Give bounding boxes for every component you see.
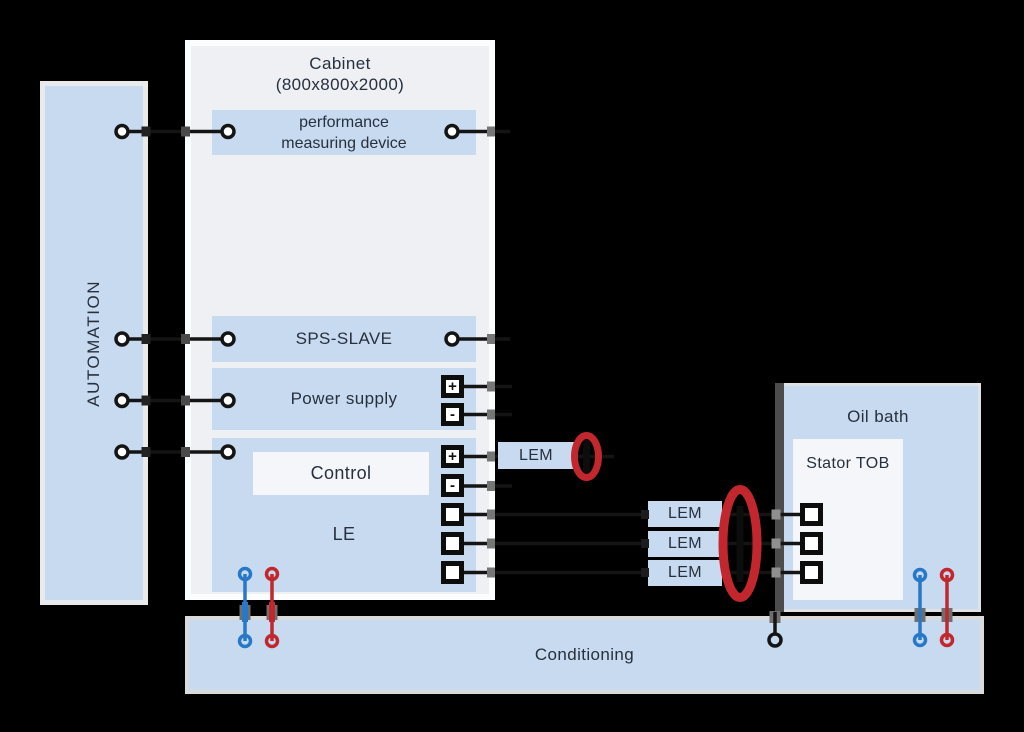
- coolant-wire-right-blue: [912, 567, 928, 648]
- le-phase-terminal-1: [441, 503, 464, 526]
- lem-stack-label-2: LEM: [667, 535, 703, 552]
- lem-stack-block-1: LEM: [648, 501, 722, 527]
- lem-to-stator-wire-3: [722, 567, 801, 578]
- automation-connector-row-4: [114, 444, 236, 460]
- lem-to-stator-wire-1: [722, 509, 801, 520]
- stator-terminal-1: [800, 503, 823, 526]
- le-minus-terminal: -: [441, 474, 464, 497]
- power-supply-plus-terminal: +: [441, 375, 464, 398]
- control-box: Control: [253, 452, 429, 495]
- power-supply-plus-wire: [464, 381, 512, 392]
- stator-terminal-3: [800, 561, 823, 584]
- oil-bath-label: Oil bath: [847, 407, 909, 426]
- le-phase-terminal-2: [441, 532, 464, 555]
- minus-glyph: -: [450, 406, 455, 423]
- conditioning-block: Conditioning: [185, 616, 984, 694]
- cabinet-title-line2: (800x800x2000): [275, 75, 405, 94]
- oil-bath-wall-strip: [775, 383, 784, 612]
- automation-connector-row-2: [114, 331, 236, 347]
- stator-terminal-2: [800, 532, 823, 555]
- le-plus-wire-lem: [464, 432, 614, 481]
- lem-highlight-ellipse-large: [718, 485, 762, 602]
- minus-glyph: -: [450, 477, 455, 494]
- conditioning-label: Conditioning: [534, 645, 635, 664]
- le-plus-terminal: +: [441, 445, 464, 468]
- performance-measuring-device-block: performance measuring device: [212, 110, 476, 155]
- coolant-wire-left-red: [264, 566, 280, 649]
- lem-highlight-ellipse-small: [571, 432, 602, 481]
- le-phase-wire-1: [464, 509, 649, 520]
- oil-bath-drain-connector: [767, 611, 783, 648]
- sps-slave-block: SPS-SLAVE: [212, 316, 476, 362]
- performance-label-line2: measuring device: [281, 134, 407, 152]
- lem-stack-label-3: LEM: [667, 564, 703, 581]
- le-phase-terminal-3: [441, 561, 464, 584]
- cabinet-title: Cabinet (800x800x2000): [185, 53, 495, 95]
- le-label: LE: [332, 524, 356, 544]
- plus-glyph: +: [448, 378, 457, 395]
- cabinet-title-line1: Cabinet: [309, 54, 371, 73]
- plus-glyph: +: [448, 448, 457, 465]
- lem-stack-block-2: LEM: [648, 531, 722, 557]
- lem-stack-block-3: LEM: [648, 560, 722, 586]
- coolant-wire-left-blue: [237, 566, 253, 649]
- performance-exit-connector: [444, 123, 510, 140]
- power-supply-minus-terminal: -: [441, 403, 464, 426]
- sps-slave-label: SPS-SLAVE: [295, 329, 393, 348]
- cable-bundle-highlight: [718, 485, 762, 602]
- cable-bundle-bar-small: [583, 440, 590, 474]
- control-label: Control: [310, 463, 372, 483]
- power-supply-block: Power supply: [212, 368, 476, 430]
- lem-single-label: LEM: [518, 446, 554, 464]
- stator-tob-label: Stator TOB: [806, 455, 890, 472]
- lem-stack-label-1: LEM: [667, 505, 703, 522]
- power-supply-minus-wire: [464, 409, 512, 420]
- performance-label-line1: performance: [299, 113, 389, 131]
- automation-connector-row-3: [114, 392, 236, 409]
- lem-single-block: LEM: [498, 442, 574, 469]
- le-phase-wire-3: [464, 567, 649, 578]
- cable-bundle-bar-large: [736, 506, 744, 582]
- sps-exit-connector: [444, 331, 510, 347]
- automation-connector-row-1: [114, 123, 236, 140]
- le-phase-wire-2: [464, 538, 649, 549]
- coolant-wire-right-red: [939, 567, 955, 648]
- power-supply-label: Power supply: [290, 389, 398, 408]
- le-minus-wire: [464, 481, 512, 491]
- automation-block: AUTOMATION: [40, 81, 148, 605]
